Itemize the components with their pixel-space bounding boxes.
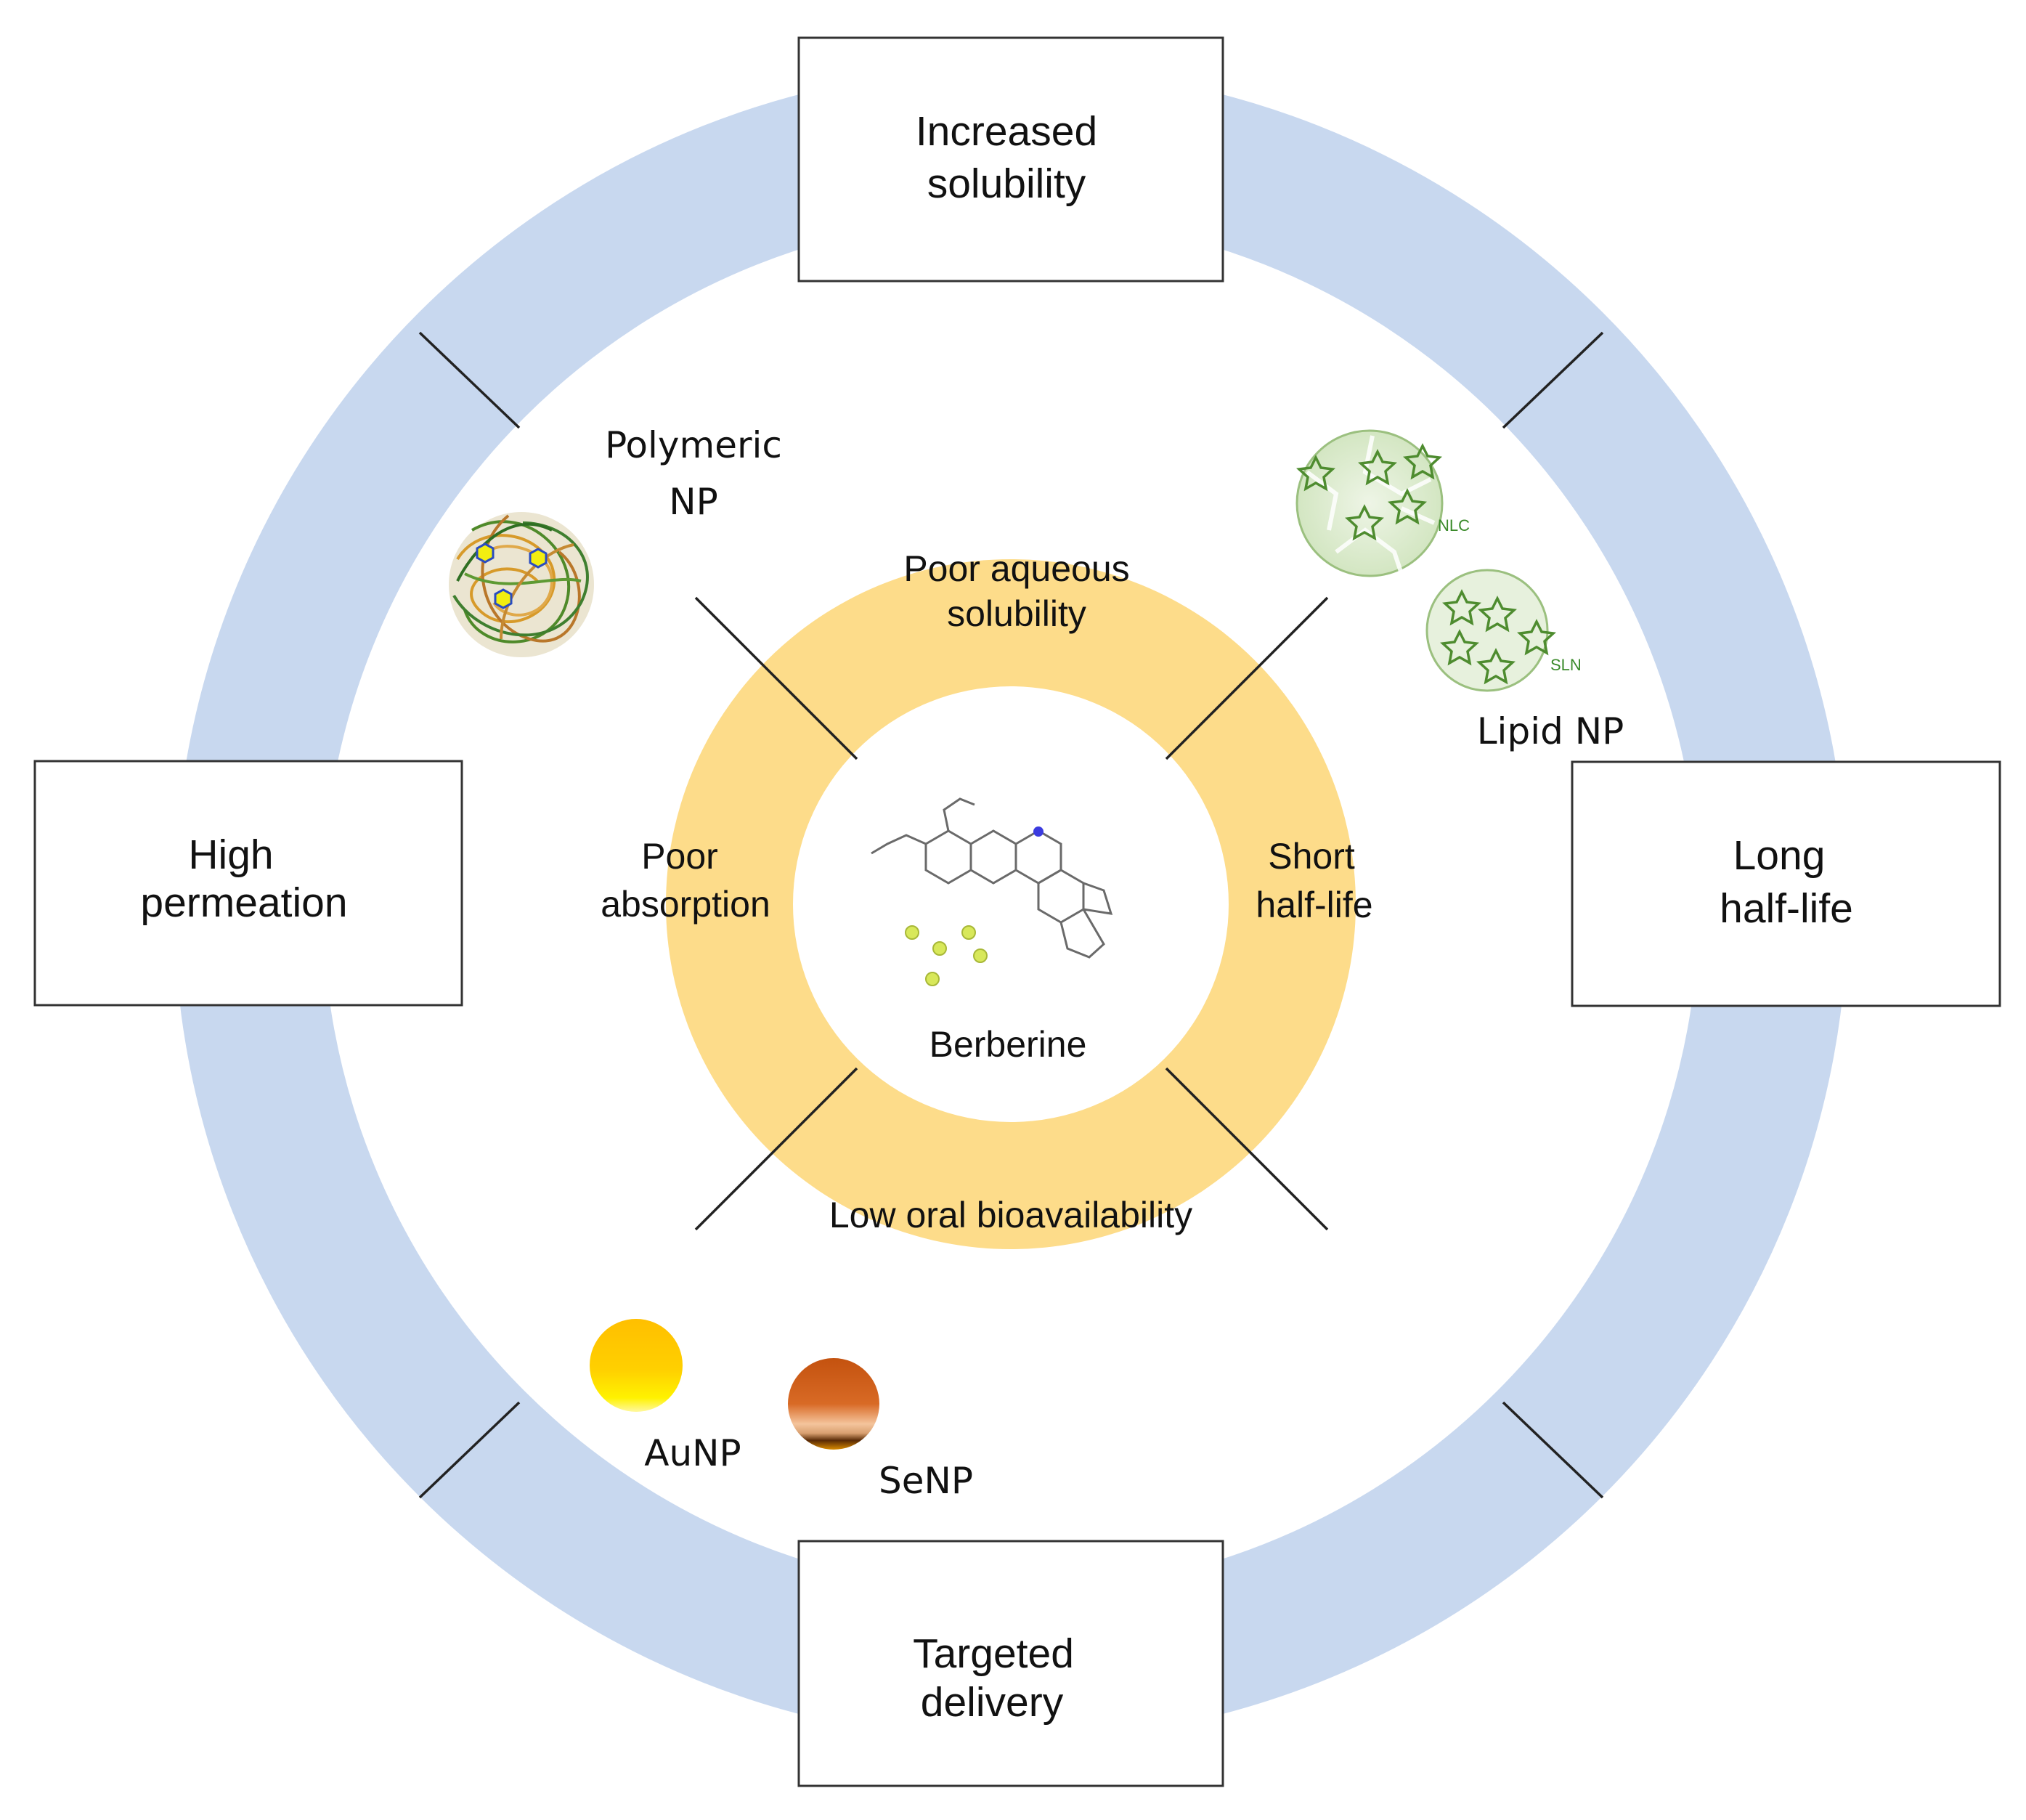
gold-np-label: AuNP — [644, 1432, 741, 1474]
inner-left-line-2: absorption — [601, 884, 770, 925]
inner-bottom-line-1: Low oral bioavailability — [829, 1195, 1192, 1235]
molecule-nitrogen-atom — [1033, 826, 1043, 837]
box-top: Increased solubility — [797, 36, 1224, 283]
star-icon — [1440, 629, 1479, 666]
gold-np-icon — [590, 1319, 683, 1412]
nlc-particle-icon: NLC — [1295, 429, 1470, 577]
outer-divider-ne — [1502, 331, 1604, 429]
star-icon — [1478, 596, 1517, 633]
star-icon — [1358, 449, 1397, 486]
box-bottom-line-2: delivery — [921, 1679, 1064, 1726]
box-left-line-2: permeation — [140, 879, 347, 926]
inner-right-line-1: Short — [1268, 836, 1355, 877]
outer-divider-se — [1502, 1401, 1604, 1499]
star-icon — [1345, 504, 1384, 541]
box-right-line-2: half-life — [1720, 885, 1853, 932]
polymeric-np-label: Polymeric NP — [605, 424, 782, 523]
inner-segment-left: Poor absorption — [601, 836, 770, 925]
star-icon — [1476, 648, 1516, 685]
outer-ring-dividers — [418, 331, 1604, 1499]
chloride-ions-icon — [905, 925, 988, 986]
selenium-np-label: SeNP — [879, 1460, 973, 1502]
box-top-line-2: solubility — [927, 161, 1086, 207]
polymeric-np-label-line-1: Polymeric — [605, 424, 782, 466]
inner-divider-ne — [1165, 596, 1329, 760]
center-circle — [793, 686, 1229, 1122]
sln-star-icons — [1440, 589, 1556, 685]
sln-particle-icon: SLN — [1425, 569, 1582, 692]
inner-divider-se — [1165, 1067, 1329, 1231]
nlc-label: NLC — [1438, 516, 1470, 535]
polymeric-np-icon — [449, 512, 594, 657]
box-top-line-1: Increased — [916, 108, 1097, 155]
star-icon — [1388, 488, 1427, 525]
inner-divider-sw — [694, 1067, 858, 1231]
inner-segment-right: Short half-life — [1256, 836, 1372, 925]
outer-divider-sw — [418, 1401, 521, 1499]
inner-divider-nw — [694, 596, 858, 760]
nlc-star-icons — [1296, 443, 1442, 541]
inner-segment-top: Poor aqueous solubility — [903, 548, 1129, 634]
star-icon — [1403, 443, 1442, 480]
star-icon — [1442, 589, 1481, 626]
box-bottom: Targeted delivery — [797, 1540, 1224, 1787]
box-bottom-line-1: Targeted — [913, 1630, 1074, 1677]
star-icon — [1517, 619, 1556, 656]
inner-top-line-1: Poor aqueous — [903, 548, 1129, 589]
center-label: Berberine — [929, 1024, 1087, 1065]
inner-right-line-2: half-life — [1256, 885, 1372, 925]
inner-left-line-1: Poor — [641, 836, 718, 877]
star-icon — [1296, 455, 1335, 492]
box-right-line-1: Long — [1733, 832, 1826, 879]
sln-label: SLN — [1550, 656, 1582, 674]
inner-segment-bottom: Low oral bioavailability — [829, 1195, 1192, 1235]
box-left-line-1: High — [188, 832, 273, 878]
inner-ring-dividers — [694, 596, 1329, 1231]
outer-divider-nw — [418, 331, 521, 429]
polymeric-np-label-line-2: NP — [669, 481, 718, 523]
berberine-molecule-icon — [871, 797, 1113, 959]
lipid-np-label: Lipid NP — [1477, 710, 1624, 752]
selenium-np-icon — [788, 1358, 879, 1450]
box-right: Long half-life — [1571, 760, 2001, 1007]
inner-top-line-2: solubility — [947, 593, 1086, 634]
box-left: High permeation — [33, 760, 463, 1007]
